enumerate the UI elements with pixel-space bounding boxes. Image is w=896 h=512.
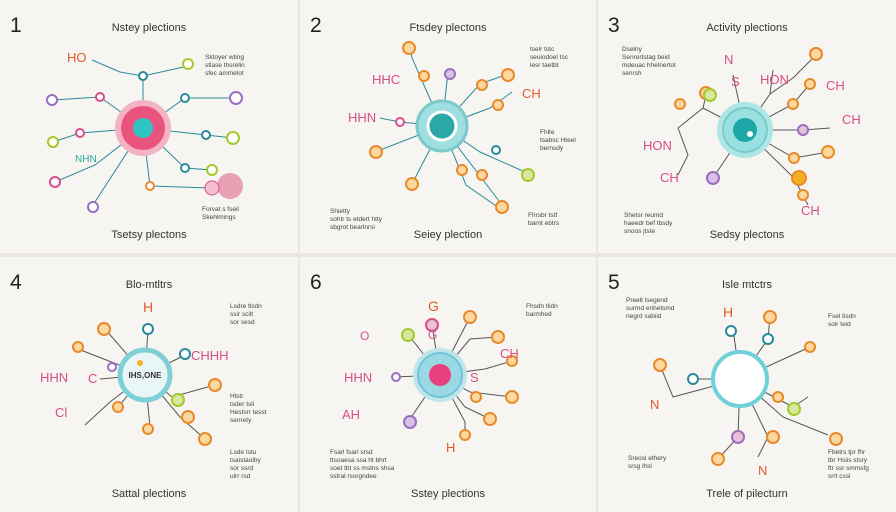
annotation-note: Fhrsbr tstf barnt ebtrs [528,212,560,227]
annotation-note: Lsde tstu tsaistaolby sor ssrd ulrr rsd [230,449,261,480]
panel-number: 5 [608,271,620,294]
panel-5: 5 Isle mtctrs [598,257,896,512]
annotation-note: Dselny Senrertstag beid mdeuac hhelnerto… [622,46,676,77]
panel-title: Blo-mtltrs [125,279,173,291]
label-n: N [724,52,733,67]
annotation-note: Preelt lsegend surmd enhetsmd negrd sabi… [626,297,675,320]
label-g: G [428,298,439,314]
core-nucleus [429,364,451,386]
panel-number: 2 [310,14,322,37]
panel-footer: Trele of pilecturn [706,488,788,500]
label-cl: Cl [55,405,67,420]
panel-footer: Tsetsy plectons [111,229,187,241]
label-n: N [758,463,767,478]
panel-6: 6 [300,257,596,512]
core-atom [711,350,769,408]
panel-footer: Sattal plections [111,488,187,500]
label-hhn: HHN [348,110,376,125]
panel-number: 6 [310,271,322,294]
molecule-diagram: N S HON CH CH HON CH CH [643,47,861,218]
panel-footer: Sedsy plectons [709,229,785,241]
panel-footer: Sstey plections [411,488,485,500]
annotation-note: Forvat s fseil Skehlmings [202,206,239,221]
annotation-note: Fsel tisdn soir teid [828,313,856,328]
panel-4: 4 Blo-mtltrs IHS,ONE [0,257,298,512]
label-hon: HON [760,72,789,87]
label-g: G [428,328,437,342]
label-c: C [88,371,97,386]
label-h: H [143,299,153,315]
label-hhn: HHN [344,370,372,385]
label-n: N [650,397,659,412]
panel-number: 3 [608,14,620,37]
label-nhn: NHN [75,154,97,165]
annotation-note: Sreosl ethery srsg lhsl [628,455,667,470]
label-h: H [446,440,455,455]
label-ch: CH [801,203,820,218]
core-nucleus [133,118,153,138]
panel-title: Ftsdey plectons [409,22,487,34]
label-ch: CH [842,112,861,127]
annotation-note: Shietty sohtr ts etdert htty sbgrot bear… [330,208,383,231]
label-hhc: HHC [372,72,400,87]
annotation-note: Shetsr reumd haeedr bef tbsdy snoos jtst… [624,212,673,235]
label-ch: CH [660,170,679,185]
annotation-note: Hlstr tsder tsli Hestsrr tesst senrety [230,393,267,424]
label-hon: HON [643,138,672,153]
annotation-note: Fbetrs tpr fhr tbr Hsiis stsry ftr ssr s… [828,449,869,480]
label-h: H [723,304,733,320]
molecule-diagram: IHS,ONE H CHHH HHN C Cl [40,299,229,446]
panel-2: 2 Ftsdey plectons [300,0,596,253]
label-s: S [470,370,479,385]
annotation-note: Fhlte tsabsc Hteel bernsdy [540,129,576,152]
panel-footer: Seiey plection [413,229,483,241]
label-s: S [731,74,740,89]
annotation-note: Fsarl fsarl srsd ttsoaesa ssa ht bhrt so… [330,449,395,480]
core-atom [117,347,173,403]
annotation-note: Lsdre tlsdn ssir scilt sor sesd [230,303,262,326]
label-ch: CH [500,346,519,361]
panel-number: 4 [10,271,22,294]
molecule-diagram: HO NHN [46,50,243,213]
panel-1: 1 Nstey plections [0,0,298,253]
label-ah: AH [342,407,360,422]
panel-title: Nstey plections [111,22,187,34]
annotation-note: Fhsdn tlidn barmhed [526,303,558,318]
panel-title: Isle mtctrs [721,279,773,291]
fuzzy-blob [217,173,243,199]
core-label: IHS,ONE [129,371,163,380]
label-hhn: HHN [40,370,68,385]
panel-title: Activity plections [706,22,788,34]
label-ho: HO [67,50,87,65]
panel-3: 3 Activity plections [598,0,896,253]
annotation-note: tselr tstc seuiodoel tsc lesr taetbt [530,46,568,69]
annotation-note: Sktoyer wting stlase thsrelin sfec ammel… [205,54,245,77]
label-ch: CH [522,86,541,101]
label-chhh: CHHH [191,348,229,363]
core-nucleus [733,118,757,142]
label-ch: CH [826,78,845,93]
molecule-diagram: HHC HHN CH [348,41,541,214]
molecule-diagram: H N N [650,304,843,478]
molecule-diagram: G G CH HHN S O AH H [342,298,519,455]
panel-number: 1 [10,14,22,37]
label-o: O [360,329,369,343]
core-nucleus [426,110,458,142]
